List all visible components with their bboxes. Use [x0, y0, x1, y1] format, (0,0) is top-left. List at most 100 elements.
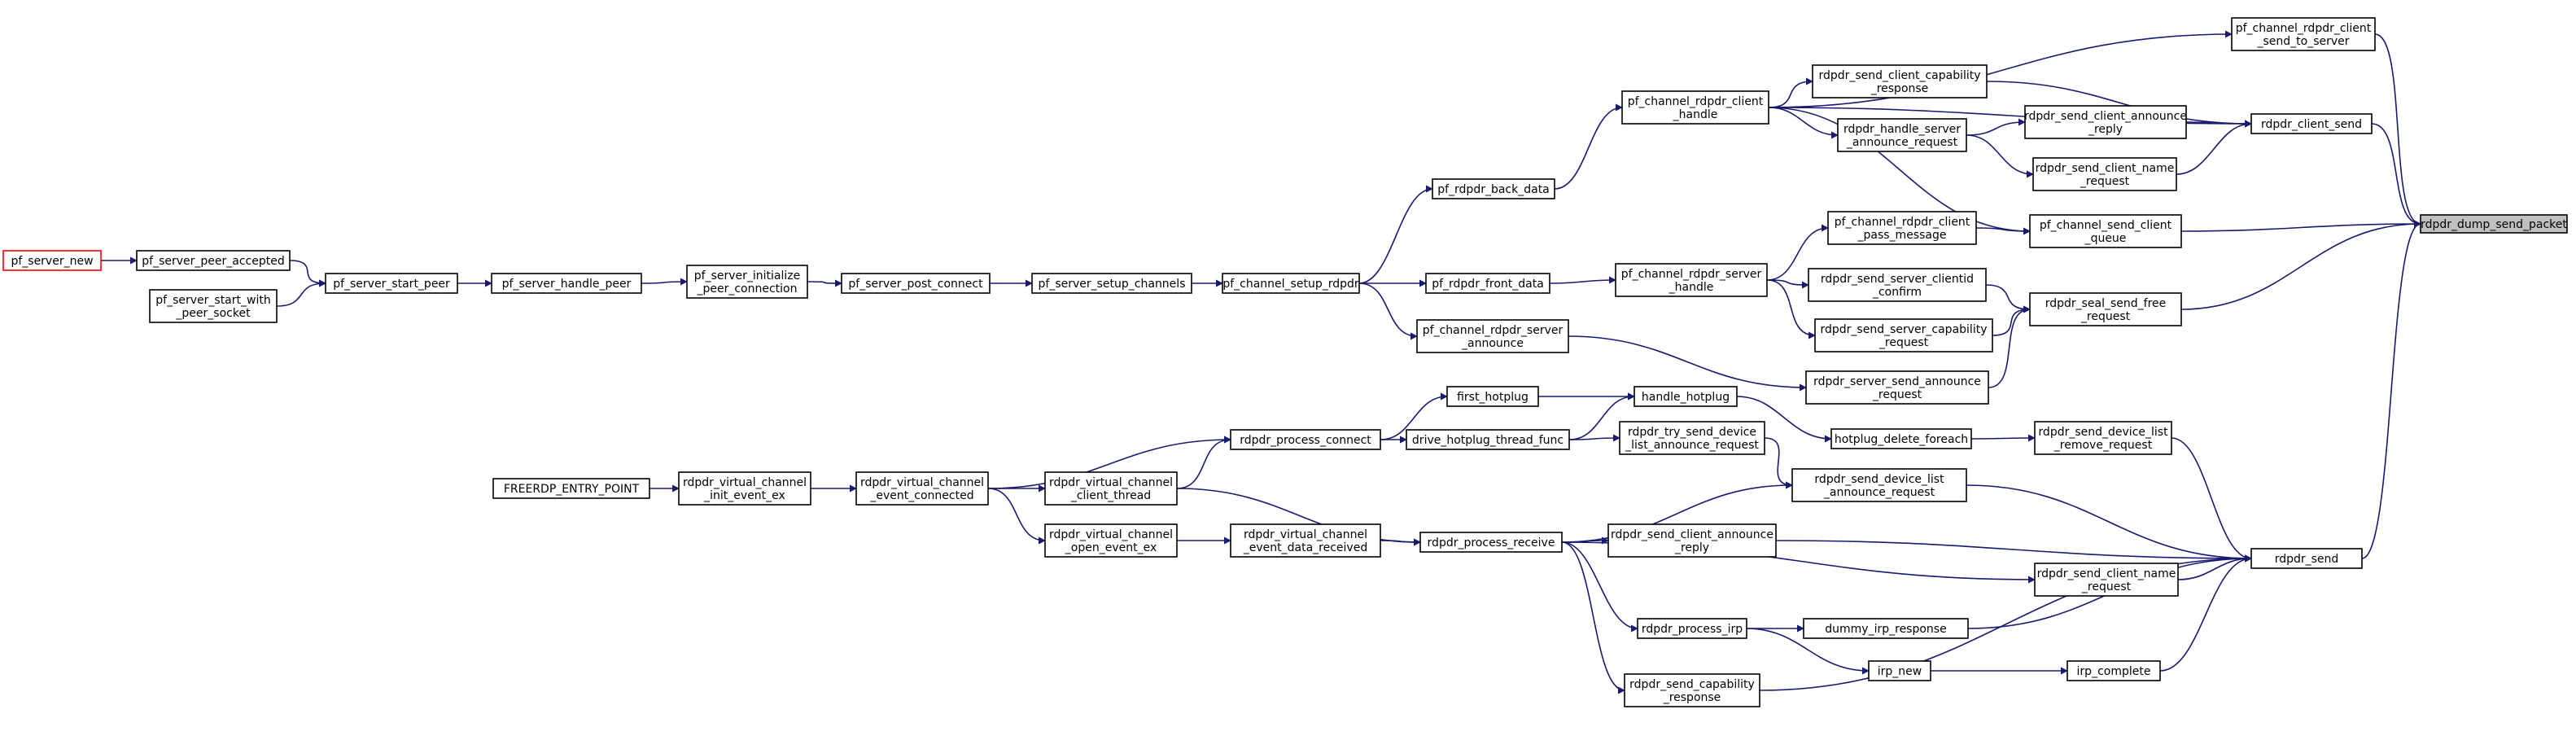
node-box — [1837, 118, 1967, 152]
node-drive-thread[interactable]: drive_hotplug_thread_func — [1406, 429, 1570, 450]
node-peer-accepted[interactable]: pf_server_peer_accepted — [136, 250, 291, 271]
node-clientid[interactable]: rdpdr_send_server_clientid_confirm — [1808, 268, 1987, 302]
node-label: drive_hotplug_thread_func — [1412, 434, 1564, 447]
node-label: pf_channel_rdpdr_client — [2236, 22, 2372, 35]
node-open-event[interactable]: rdpdr_virtual_channel_open_event_ex — [1044, 523, 1178, 558]
node-send-client-queue[interactable]: pf_channel_send_client_queue — [2029, 214, 2182, 248]
node-box — [2034, 563, 2179, 597]
node-front-data[interactable]: pf_rdpdr_front_data — [1425, 273, 1550, 294]
node-entry-point[interactable]: FREERDP_ENTRY_POINT — [492, 478, 650, 499]
node-label: rdpdr_send_client_capability — [1818, 69, 1980, 82]
node-try-send[interactable]: rdpdr_try_send_device_list_announce_requ… — [1619, 421, 1765, 455]
edge-proc-receive-to-proc-irp — [1561, 541, 1638, 633]
node-proc-receive[interactable]: rdpdr_process_receive — [1419, 532, 1563, 553]
node-proc-irp[interactable]: rdpdr_process_irp — [1637, 618, 1747, 639]
edges — [100, 30, 2421, 694]
node-box — [1222, 273, 1360, 294]
node-start-with[interactable]: pf_server_start_with_peer_socket — [149, 289, 278, 323]
node-label: pf_server_initialize — [694, 269, 800, 282]
node-box — [1621, 90, 1769, 125]
node-srv-cap[interactable]: rdpdr_send_server_capability_request — [1814, 318, 1993, 352]
node-data-received[interactable]: rdpdr_virtual_channel_event_data_receive… — [1230, 523, 1381, 558]
node-box — [2420, 214, 2568, 234]
node-hotplug-del[interactable]: hotplug_delete_foreach — [1830, 428, 1972, 449]
node-dev-announce[interactable]: rdpdr_send_device_list_announce_request — [1791, 468, 1967, 502]
node-init-peer[interactable]: pf_server_initialize_peer_connection — [686, 265, 808, 299]
node-label: pf_channel_rdpdr_client — [1628, 95, 1764, 108]
edge-ann-reply-b-to-rdpdr-send — [1775, 540, 2252, 563]
node-box — [1637, 618, 1747, 639]
node-ann-reply-a[interactable]: rdpdr_send_client_announce_reply — [2024, 105, 2187, 139]
node-label: _request — [1872, 388, 1922, 401]
node-label: rdpdr_try_send_device — [1628, 426, 1756, 439]
node-init-event[interactable]: rdpdr_virtual_channel_init_event_ex — [678, 471, 811, 506]
node-name-req-a[interactable]: rdpdr_send_client_name_request — [2032, 157, 2177, 191]
node-srv-ann[interactable]: rdpdr_server_send_announce_request — [1805, 370, 1989, 405]
node-rdpdr-send[interactable]: rdpdr_send — [2250, 548, 2363, 569]
node-event-connected[interactable]: rdpdr_virtual_channel_event_connected — [855, 471, 989, 506]
edge-hotplug-del-to-dev-remove — [1970, 434, 2036, 442]
node-label: rdpdr_virtual_channel — [1049, 476, 1173, 489]
edge-ann-reply-a-to-client-send — [2185, 120, 2252, 128]
node-seal[interactable]: rdpdr_seal_send_free_request — [2029, 292, 2182, 326]
node-label: _open_event_ex — [1065, 541, 1157, 554]
node-label: irp_complete — [2077, 665, 2151, 678]
node-label: rdpdr_virtual_channel — [683, 476, 807, 489]
node-handle-hotplug[interactable]: handle_hotplug — [1634, 386, 1738, 407]
node-label: rdpdr_server_send_announce — [1813, 375, 1981, 388]
node-irp-new[interactable]: irp_new — [1868, 660, 1931, 681]
node-label: pf_channel_setup_rdpdr — [1222, 278, 1359, 291]
node-dev-remove[interactable]: rdpdr_send_device_list_remove_request — [2034, 421, 2172, 455]
node-label: _announce — [1461, 337, 1524, 350]
node-label: _event_data_received — [1243, 541, 1367, 554]
node-back-data[interactable]: pf_rdpdr_back_data — [1432, 178, 1555, 199]
edge-cap-resp-to-client-send — [1986, 81, 2252, 128]
node-name-req-b[interactable]: rdpdr_send_client_name_request — [2034, 563, 2179, 597]
node-label: rdpdr_send_client_name — [2036, 162, 2175, 175]
node-pass-msg[interactable]: pf_channel_rdpdr_client_pass_message — [1827, 211, 1977, 245]
node-label: pf_server_start_with — [155, 294, 270, 307]
node-client-thread[interactable]: rdpdr_virtual_channel_client_thread — [1044, 471, 1178, 506]
node-box — [2029, 292, 2182, 326]
node-client-handle[interactable]: pf_channel_rdpdr_client_handle — [1621, 90, 1769, 125]
node-box — [1830, 428, 1972, 449]
node-server-handle[interactable]: pf_channel_rdpdr_server_handle — [1615, 263, 1768, 297]
nodes: rdpdr_dump_send_packet pf_channel_rdpdr_c… — [2, 17, 2568, 707]
node-first-hotplug[interactable]: first_hotplug — [1446, 386, 1539, 407]
node-label: _queue — [2084, 232, 2127, 245]
node-to-server[interactable]: pf_channel_rdpdr_client_send_to_server — [2231, 17, 2376, 51]
node-irp-complete[interactable]: irp_complete — [2066, 660, 2161, 681]
node-label: _event_connected — [869, 489, 973, 502]
node-box — [1406, 429, 1570, 450]
node-label: pf_server_new — [11, 255, 93, 268]
node-label: rdpdr_client_send — [2261, 118, 2362, 131]
node-server-new[interactable]: pf_server_new — [2, 250, 102, 271]
node-post-connect[interactable]: pf_server_post_connect — [841, 273, 991, 294]
edge-back-data-to-client-handle — [1554, 103, 1623, 190]
node-label: pf_server_start_peer — [333, 278, 450, 291]
node-dummy-irp[interactable]: dummy_irp_response — [1803, 618, 1969, 639]
node-setup-rdpdr[interactable]: pf_channel_setup_rdpdr — [1222, 273, 1360, 294]
node-box — [686, 265, 808, 299]
node-box — [1230, 429, 1381, 450]
node-label: _init_event_ex — [703, 489, 785, 502]
node-label: first_hotplug — [1457, 391, 1529, 404]
node-client-send[interactable]: rdpdr_client_send — [2250, 113, 2373, 134]
node-label: _peer_connection — [696, 282, 797, 296]
node-label: _request — [2080, 310, 2131, 323]
node-label: pf_channel_send_client — [2040, 219, 2172, 232]
edge-dev-remove-to-rdpdr-send — [2171, 437, 2252, 563]
node-handle-srv-ann[interactable]: rdpdr_handle_server_announce_request — [1837, 118, 1967, 152]
node-handle-peer[interactable]: pf_server_handle_peer — [491, 273, 642, 294]
node-cap-resp[interactable]: rdpdr_send_client_capability_response — [1812, 64, 1988, 99]
node-setup-channels[interactable]: pf_server_setup_channels — [1031, 273, 1192, 294]
edge-drive-thread-to-handle-hotplug — [1568, 392, 1635, 440]
node-cap-response[interactable]: rdpdr_send_capability_response — [1624, 673, 1760, 707]
node-ann-reply-b[interactable]: rdpdr_send_client_announce_reply — [1607, 523, 1777, 558]
edge-handle-hotplug-to-hotplug-del — [1736, 396, 1832, 443]
node-start-peer[interactable]: pf_server_start_peer — [325, 273, 458, 294]
node-srv-announce[interactable]: pf_channel_rdpdr_server_announce — [1416, 319, 1569, 353]
node-proc-connect[interactable]: rdpdr_process_connect — [1230, 429, 1381, 450]
node-dump[interactable]: rdpdr_dump_send_packet — [2420, 214, 2568, 234]
node-box — [1607, 523, 1777, 558]
